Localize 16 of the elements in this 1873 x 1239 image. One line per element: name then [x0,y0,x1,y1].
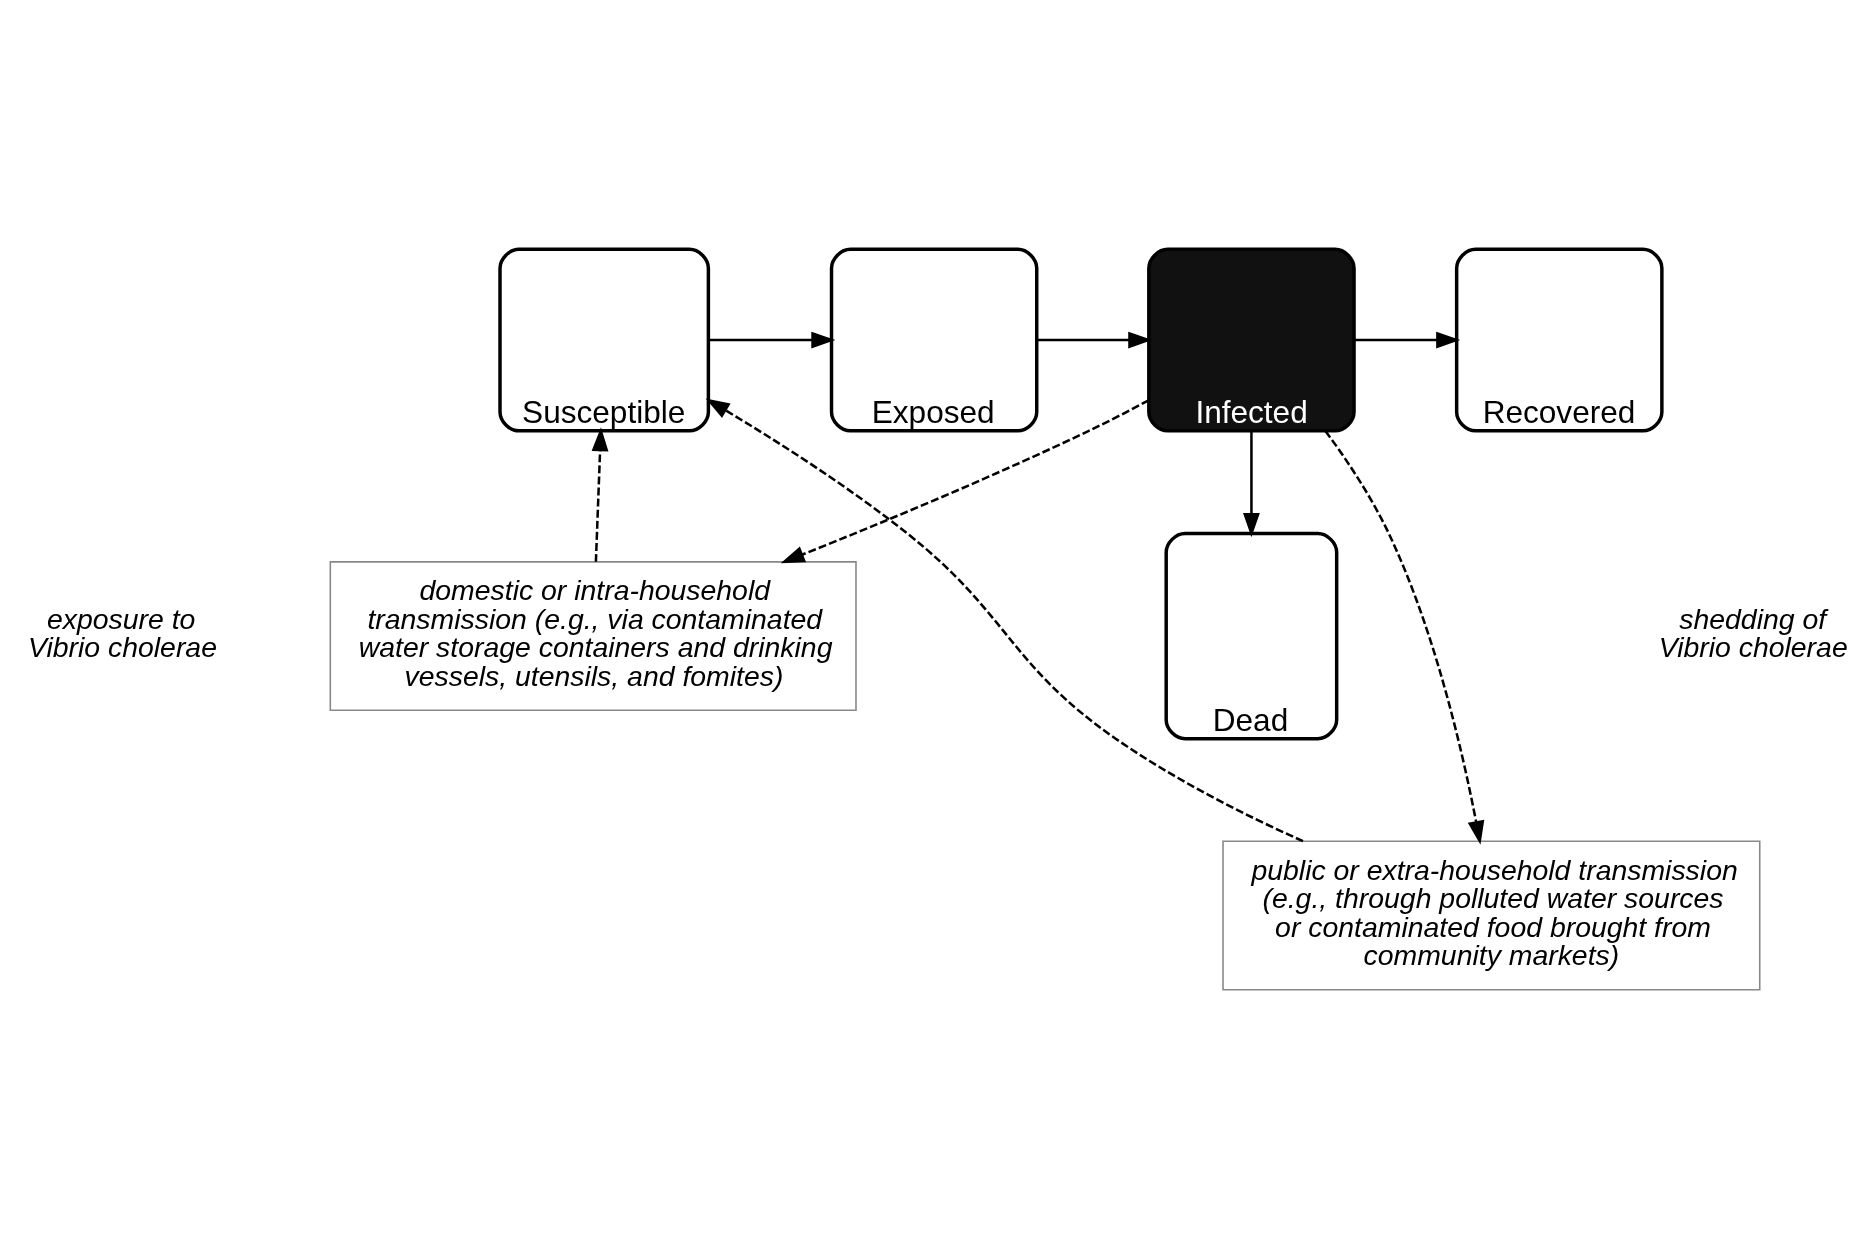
node-box: Recovered [1454,247,1664,433]
arrow [708,331,836,349]
label: exposure to Vibrio cholerae [28,602,217,664]
label: shedding of Vibrio cholerae [1658,602,1848,664]
arrow [705,398,1304,843]
node-box: Dead [1164,531,1339,741]
arrow [1324,430,1485,845]
node-box: public or extra-household transmission (e.g., through polluted water sources or contaminated food brought from community markets) [1222,840,1761,991]
arrow [1243,431,1260,538]
arrow [591,427,609,562]
arrow [1354,331,1461,349]
node-box: Exposed [829,247,1039,433]
node-box: domestic or intra-household transmission (e.g., via contaminated water storage containers and drinking vessels, utensils, and fomites) [329,561,857,712]
node-box: Infected [1147,247,1356,433]
arrow [780,399,1150,564]
node-box: Susceptible [498,247,711,433]
